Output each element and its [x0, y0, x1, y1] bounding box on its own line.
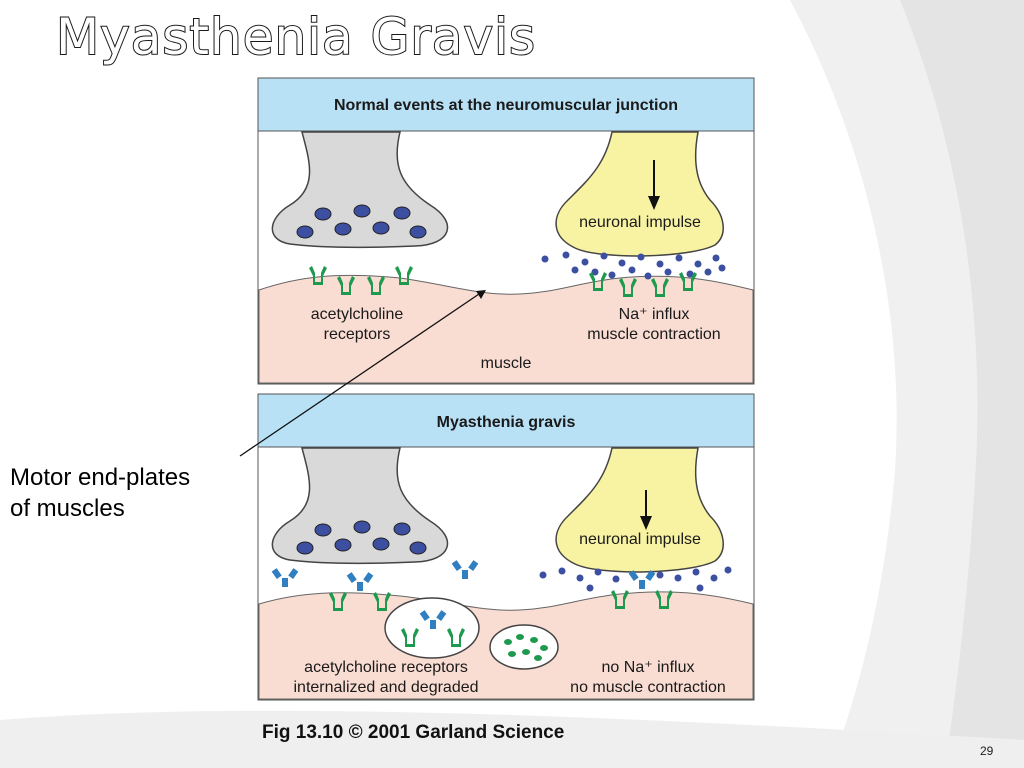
callout-pointer	[239, 290, 486, 457]
degraded-fragments	[504, 634, 548, 661]
top-label-na-influx: Na⁺ influx	[619, 306, 690, 323]
callout-line-2: of muscles	[10, 495, 125, 522]
top-label-receptors-1: acetylcholine	[311, 306, 404, 323]
bottom-label-internalized: internalized and degraded	[293, 679, 478, 696]
synaptic-vesicles-cluster-mg	[296, 520, 427, 555]
bottom-panel-header-bar	[257, 393, 755, 448]
degradation-vesicle	[489, 624, 559, 670]
impulse-arrowhead	[648, 196, 660, 210]
nerve-terminal-active-mg	[555, 447, 724, 573]
callout-text: Motor end-plates of muscles	[10, 462, 190, 524]
impulse-arrowhead-mg	[640, 516, 652, 530]
slide-number: 29	[980, 744, 994, 758]
bottom-label-neuronal-impulse: neuronal impulse	[579, 531, 701, 548]
slide-title: Myasthenia Gravis	[55, 7, 537, 67]
released-acetylcholine	[541, 251, 726, 280]
bottom-label-receptors: acetylcholine receptors	[304, 659, 468, 676]
top-panel-header: Normal events at the neuromuscular junct…	[334, 97, 678, 114]
bottom-panel: Myasthenia gravis	[257, 393, 755, 701]
bottom-label-no-contraction: no muscle contraction	[570, 679, 726, 696]
bottom-panel-header: Myasthenia gravis	[437, 414, 576, 431]
muscle-tissue	[258, 274, 754, 384]
top-label-muscle-contraction: muscle contraction	[587, 326, 720, 343]
top-label-receptors-2: receptors	[324, 326, 391, 343]
top-label-neuronal-impulse: neuronal impulse	[579, 214, 701, 231]
callout-line-1: Motor end-plates	[10, 464, 191, 491]
top-panel-header-bar	[257, 77, 755, 132]
released-acetylcholine-mg	[539, 566, 732, 592]
top-label-muscle: muscle	[481, 355, 532, 372]
bottom-label-no-na-influx: no Na⁺ influx	[602, 659, 695, 676]
top-panel: Normal events at the neuromuscular junct…	[257, 77, 755, 385]
figure-caption: Fig 13.10 © 2001 Garland Science	[262, 722, 564, 743]
synaptic-vesicles-cluster	[296, 204, 427, 239]
